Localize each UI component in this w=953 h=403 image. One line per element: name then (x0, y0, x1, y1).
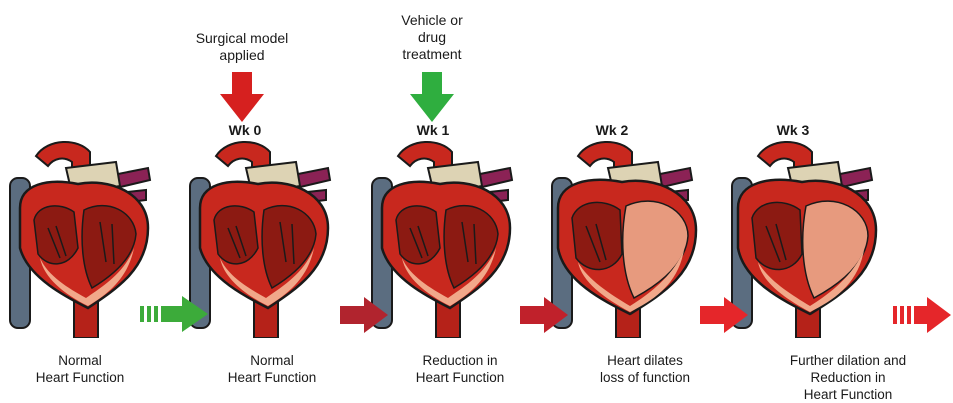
caption-wk2: Heart dilates loss of function (580, 352, 710, 386)
flow-arrow-wk0-wk1 (340, 297, 388, 333)
week-label-0: Wk 0 (215, 122, 275, 138)
treatment-arrow (410, 72, 454, 122)
week-label-3: Wk 3 (763, 122, 823, 138)
surgical-arrow-shape (220, 72, 264, 122)
heart-illustration-wk0 (188, 138, 338, 338)
flow-arrow-wk2-wk3 (700, 297, 748, 333)
heart-illustration-wk2 (550, 138, 700, 338)
intervention-label-treatment: Vehicle or drug treatment (372, 12, 492, 63)
heart-illustration-wk1 (370, 138, 520, 338)
flow-arrow-end (893, 297, 951, 333)
flow-arrow-start (140, 296, 208, 332)
caption-wk1: Reduction in Heart Function (400, 352, 520, 386)
intervention-label-surgical: Surgical model applied (182, 30, 302, 64)
surgical-model-arrow (220, 72, 264, 122)
caption-wk0: Normal Heart Function (212, 352, 332, 386)
caption-wk3: Further dilation and Reduction in Heart … (768, 352, 928, 403)
heart-illustration-wk3 (730, 138, 880, 338)
week-label-2: Wk 2 (582, 122, 642, 138)
week-label-1: Wk 1 (403, 122, 463, 138)
heart-illustration-normal (8, 138, 158, 338)
caption-normal: Normal Heart Function (20, 352, 140, 386)
treatment-arrow-shape (410, 72, 454, 122)
flow-arrow-wk1-wk2 (520, 297, 568, 333)
